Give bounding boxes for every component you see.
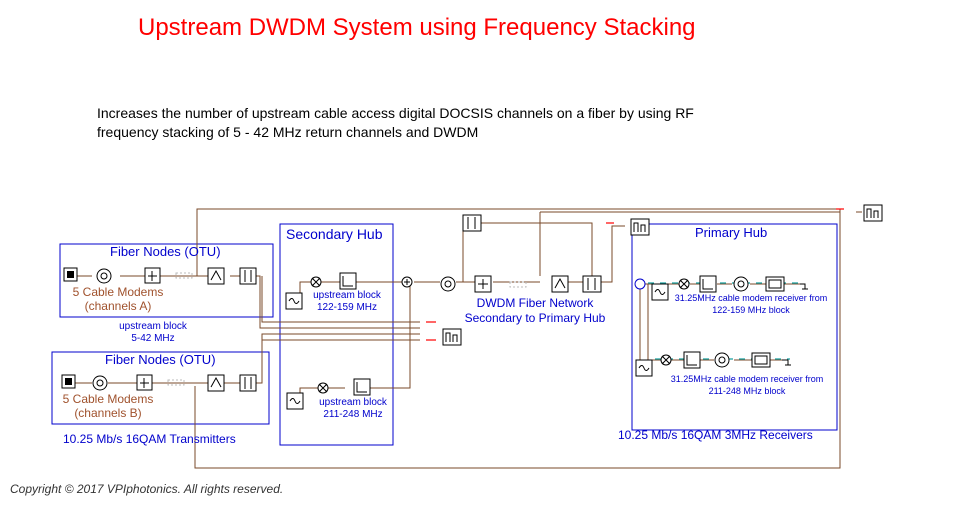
- receiver-2-line-1: 31.25MHz cable modem receiver from: [670, 374, 824, 384]
- description-line-2: frequency stacking of 5 - 42 MHz return …: [97, 124, 479, 140]
- page-title: Upstream DWDM System using Frequency Sta…: [138, 14, 696, 41]
- fiber-nodes-b-box: [51, 351, 270, 425]
- modems-a-label: 5 Cable Modems (channels A): [68, 285, 168, 313]
- node-b-components: [61, 374, 257, 392]
- secondary-hub-components: [285, 272, 371, 410]
- dwdm-label: DWDM Fiber Network Secondary to Primary …: [460, 296, 610, 326]
- secondary-hub-title: Secondary Hub: [286, 226, 383, 242]
- receivers-label: 10.25 Mb/s 16QAM 3MHz Receivers: [618, 428, 813, 442]
- modems-b-label: 5 Cable Modems (channels B): [58, 392, 158, 420]
- fiber-nodes-a-box: [59, 243, 274, 318]
- modems-b-line-2: (channels B): [74, 406, 142, 420]
- copyright: Copyright © 2017 VPIphotonics. All right…: [10, 482, 284, 496]
- primary-hub-title: Primary Hub: [695, 225, 768, 240]
- modems-a-line-1: 5 Cable Modems: [72, 285, 164, 299]
- dwdm-components: [401, 214, 602, 293]
- transmitters-label: 10.25 Mb/s 16QAM Transmitters: [63, 432, 236, 446]
- upstream-a-line-2: 5-42 MHz: [131, 333, 175, 344]
- secondary-block-1-line-1: upstream block: [313, 290, 381, 301]
- secondary-block-2-line-1: upstream block: [319, 397, 387, 408]
- receiver-2-label: 31.25MHz cable modem receiver from 211-2…: [662, 373, 832, 397]
- secondary-block-2-line-2: 211-248 MHz: [323, 409, 383, 420]
- upstream-a-label: upstream block 5-42 MHz: [108, 321, 198, 345]
- fiber-nodes-a-title: Fiber Nodes (OTU): [110, 244, 221, 259]
- secondary-block-2-label: upstream block 211-248 MHz: [312, 397, 394, 421]
- receiver-2-line-2: 211-248 MHz block: [708, 386, 786, 396]
- primary-hub-components: [634, 275, 808, 377]
- dwdm-line-2: Secondary to Primary Hub: [464, 311, 606, 325]
- description: Increases the number of upstream cable a…: [97, 104, 694, 142]
- node-a-components: [63, 267, 257, 285]
- spectrum-analyzers: [442, 204, 883, 346]
- receiver-1-line-1: 31.25MHz cable modem receiver from: [674, 293, 828, 303]
- receiver-1-label: 31.25MHz cable modem receiver from 122-1…: [666, 292, 836, 316]
- receiver-1-line-2: 122-159 MHz block: [712, 305, 790, 315]
- fiber-nodes-b-title: Fiber Nodes (OTU): [105, 352, 216, 367]
- secondary-block-1-label: upstream block 122-159 MHz: [306, 290, 388, 314]
- upstream-a-line-1: upstream block: [119, 321, 187, 332]
- modems-a-line-2: (channels A): [84, 299, 152, 313]
- modems-b-line-1: 5 Cable Modems: [62, 392, 154, 406]
- secondary-block-1-line-2: 122-159 MHz: [316, 302, 378, 313]
- primary-hub-box: [631, 223, 838, 431]
- description-line-1: Increases the number of upstream cable a…: [97, 105, 694, 121]
- dwdm-line-1: DWDM Fiber Network: [476, 296, 594, 310]
